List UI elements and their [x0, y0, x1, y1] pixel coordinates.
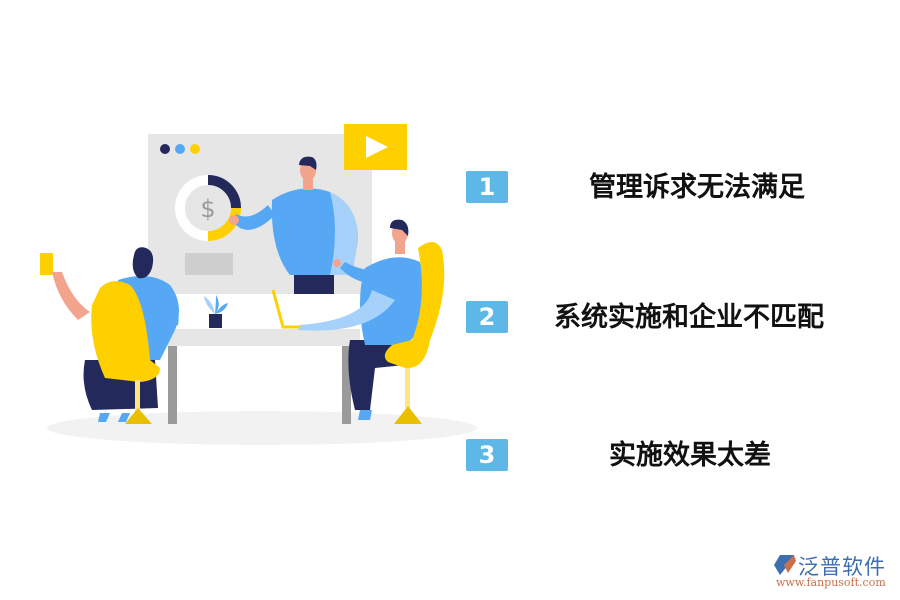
- logo-name: 泛普软件: [798, 555, 886, 579]
- presenter-figure: [229, 156, 358, 294]
- laptop-icon: [271, 289, 305, 329]
- dollar-icon: $: [200, 195, 215, 223]
- number-badge: 2: [466, 301, 508, 333]
- meeting-table: [165, 329, 360, 346]
- window-dot-blue: [175, 144, 185, 154]
- brand-logo: 泛普软件 www.fanpusoft.com: [768, 551, 898, 591]
- number-badge: 1: [466, 171, 508, 203]
- donut-chart-icon: $: [175, 175, 241, 241]
- woman-figure: [40, 247, 179, 424]
- item-label: 系统实施和企业不匹配: [554, 302, 824, 333]
- number-badge: 3: [466, 439, 508, 471]
- plant-icon: [204, 295, 228, 328]
- item-label: 管理诉求无法满足: [589, 172, 805, 203]
- board-placeholder-bar: [185, 253, 233, 275]
- meeting-illustration: $: [40, 124, 477, 445]
- list-item-2: 2 系统实施和企业不匹配: [466, 301, 886, 335]
- item-label: 实施效果太差: [609, 440, 771, 471]
- logo-mark-icon: [774, 555, 796, 575]
- window-dot-navy: [160, 144, 170, 154]
- list-item-1: 1 管理诉求无法满足: [466, 171, 886, 205]
- logo-url: www.fanpusoft.com: [776, 576, 886, 589]
- window-dot-yellow: [190, 144, 200, 154]
- seated-man-figure: [298, 219, 445, 424]
- list-item-3: 3 实施效果太差: [466, 439, 886, 473]
